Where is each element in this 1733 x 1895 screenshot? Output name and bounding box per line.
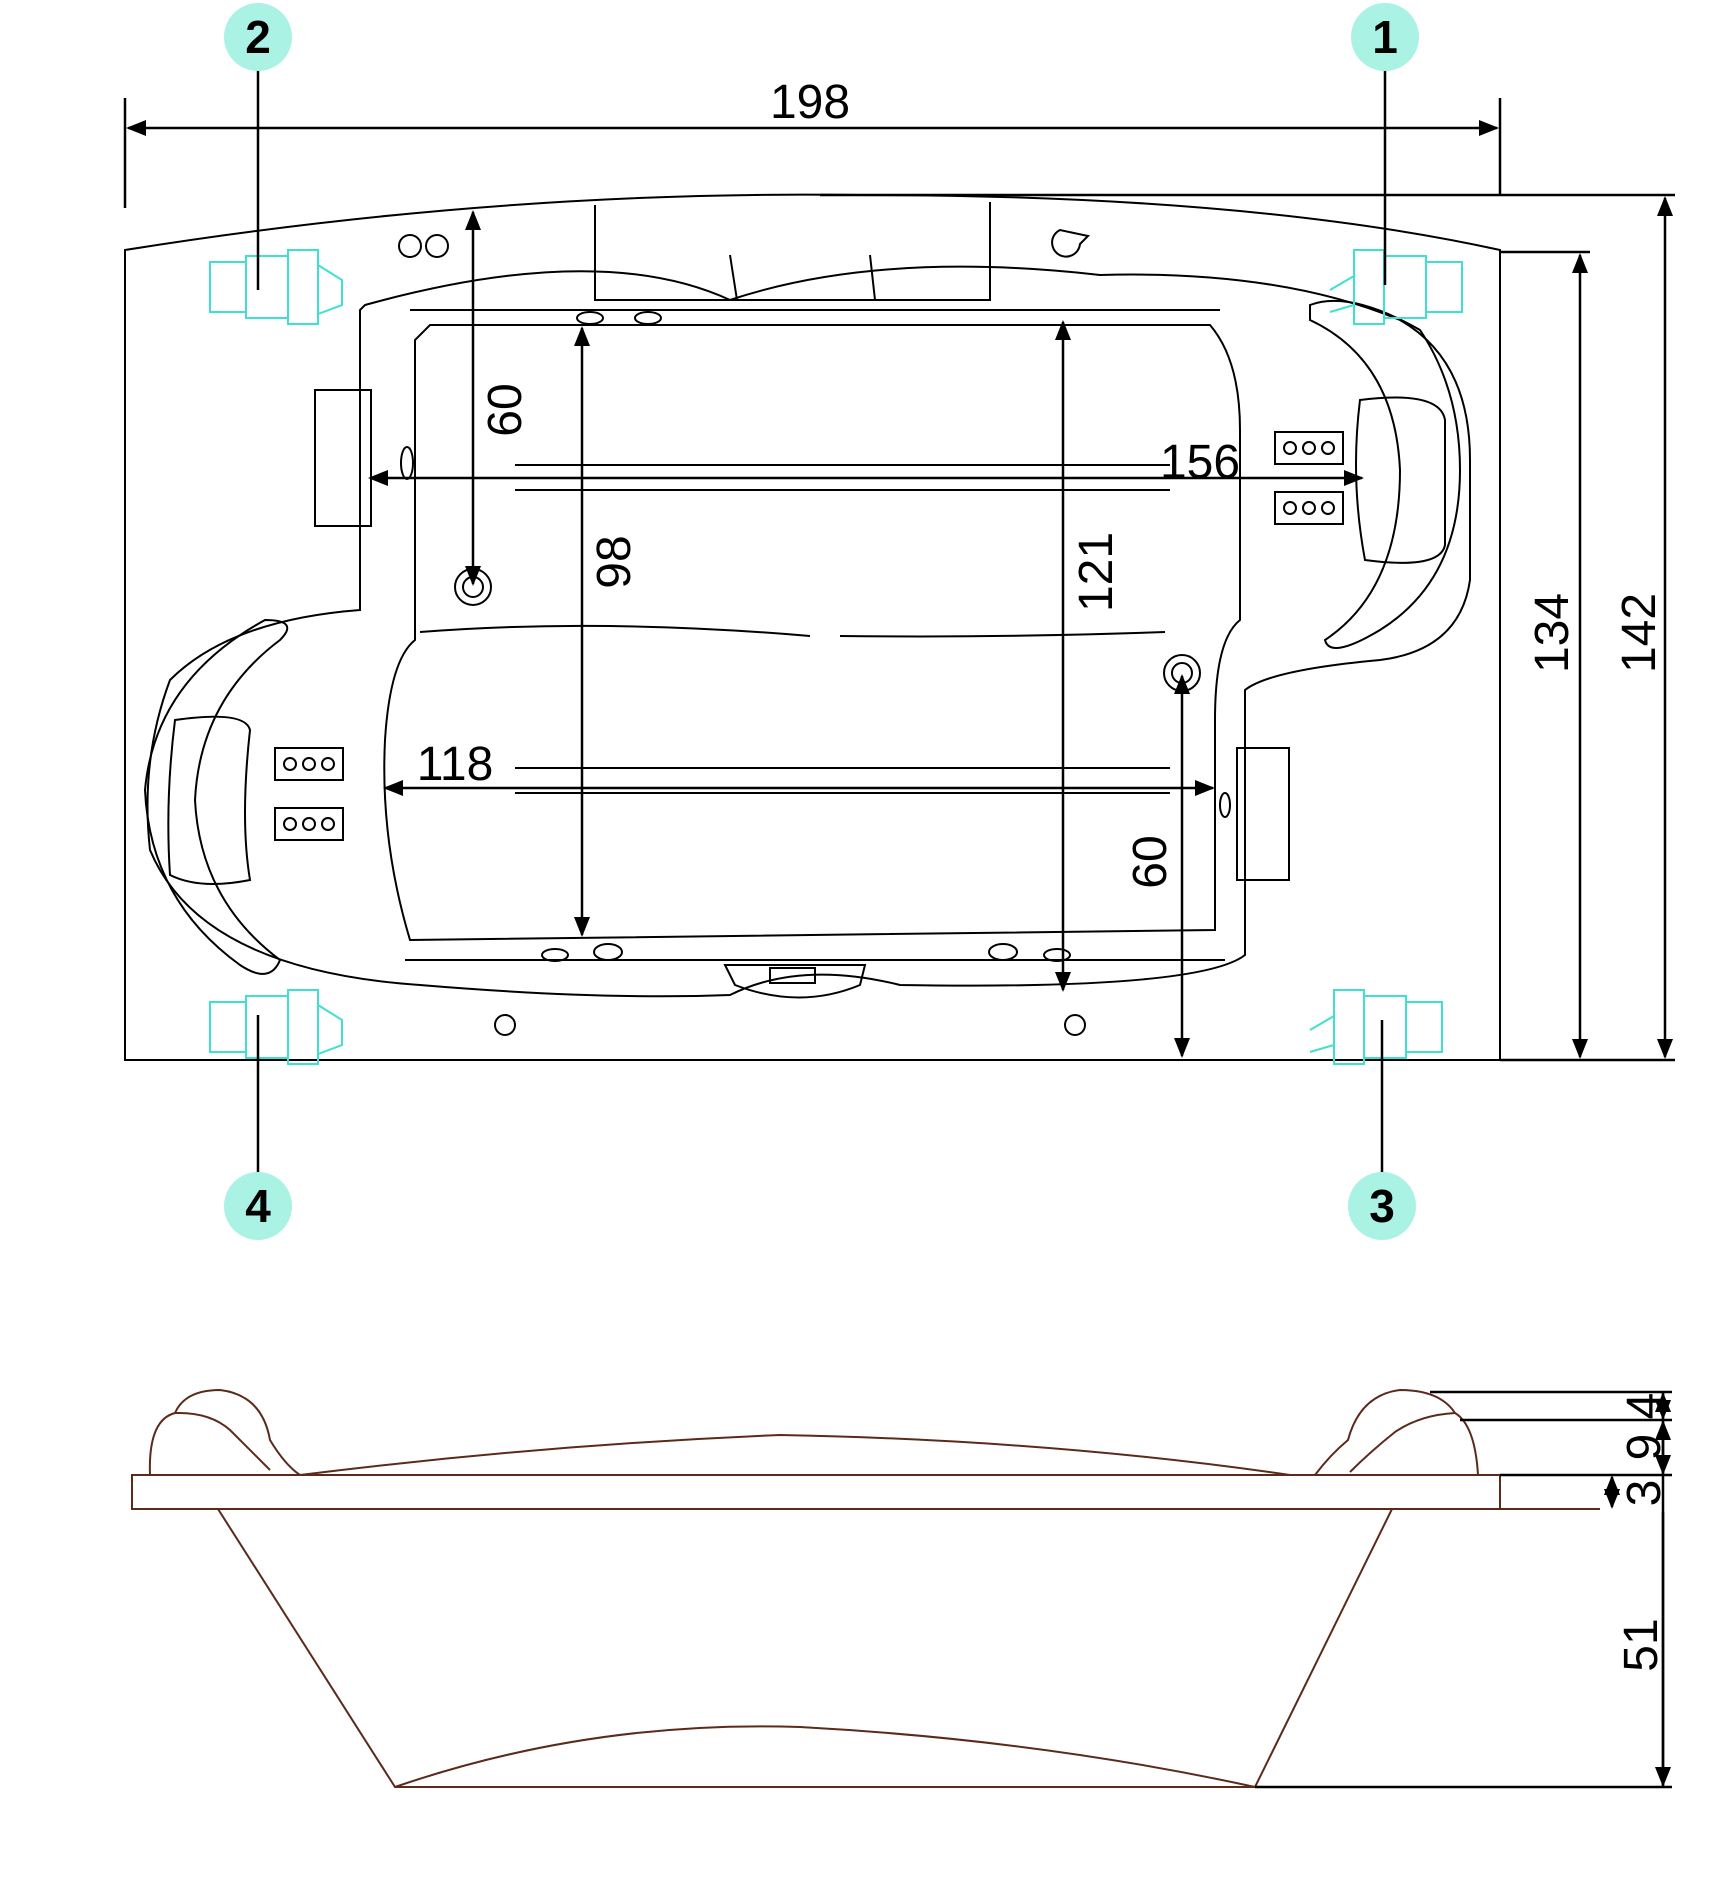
dim-inner-top-length: 156 [1160,436,1240,489]
dim-depth: 51 [1615,1618,1668,1671]
headrest-left [167,715,252,885]
jet-block-left-lower [274,807,344,841]
headrest-side-left [148,1388,301,1476]
control-panel-right [1236,747,1290,881]
callout-4-label: 4 [245,1180,271,1232]
pump-motor-4 [209,989,343,1065]
inner-basin [383,324,1241,942]
dim-headrest-top: 4 [1618,1393,1671,1420]
faucet-icon [1051,228,1091,258]
callout-3: 3 [1348,1172,1416,1240]
rim-top-curve [299,1433,1291,1476]
dim-overall-length: 198 [770,76,850,129]
dim-drain-offset-top: 60 [479,383,532,436]
fitting-top-left-b [425,234,449,258]
pump-motor-3 [1309,989,1443,1065]
rim-slab [131,1474,1501,1510]
dim-rim-thickness: 3 [1618,1480,1671,1507]
dim-drain-offset-bottom: 60 [1124,835,1177,888]
callout-1-label: 1 [1372,11,1398,63]
top-view: 2 1 4 3 198 142 134 156 11 [123,3,1675,1240]
callout-2: 2 [224,3,292,71]
dim-inner-width-right: 121 [1070,532,1123,612]
dim-headrest-mid: 9 [1618,1434,1671,1461]
control-panel-left [314,389,372,527]
pump-motor-2 [209,249,343,325]
fitting-bottom-a [494,1014,516,1036]
callout-4: 4 [224,1172,292,1240]
fitting-bottom-b [1064,1014,1086,1036]
callout-3-label: 3 [1369,1180,1395,1232]
tub-body-side [217,1508,1393,1788]
jet-block-right-lower [1274,491,1344,525]
dim-inner-width-left: 98 [588,535,641,588]
callout-1: 1 [1351,3,1419,71]
dim-rim-width: 134 [1526,593,1579,673]
dim-overall-width: 142 [1613,593,1666,673]
callout-2-label: 2 [245,11,271,63]
side-view: 4 9 3 51 [131,1388,1672,1789]
dim-inner-bottom-length: 118 [417,738,494,791]
tub-shell-outline [146,265,1471,998]
fitting-top-left-a [398,234,422,258]
jet-block-left-upper [274,747,344,781]
headrest-side-right [1314,1388,1479,1476]
overflow-fitting [723,964,867,999]
pump-motor-1 [1329,249,1463,325]
jet-block-right-upper [1274,431,1344,465]
